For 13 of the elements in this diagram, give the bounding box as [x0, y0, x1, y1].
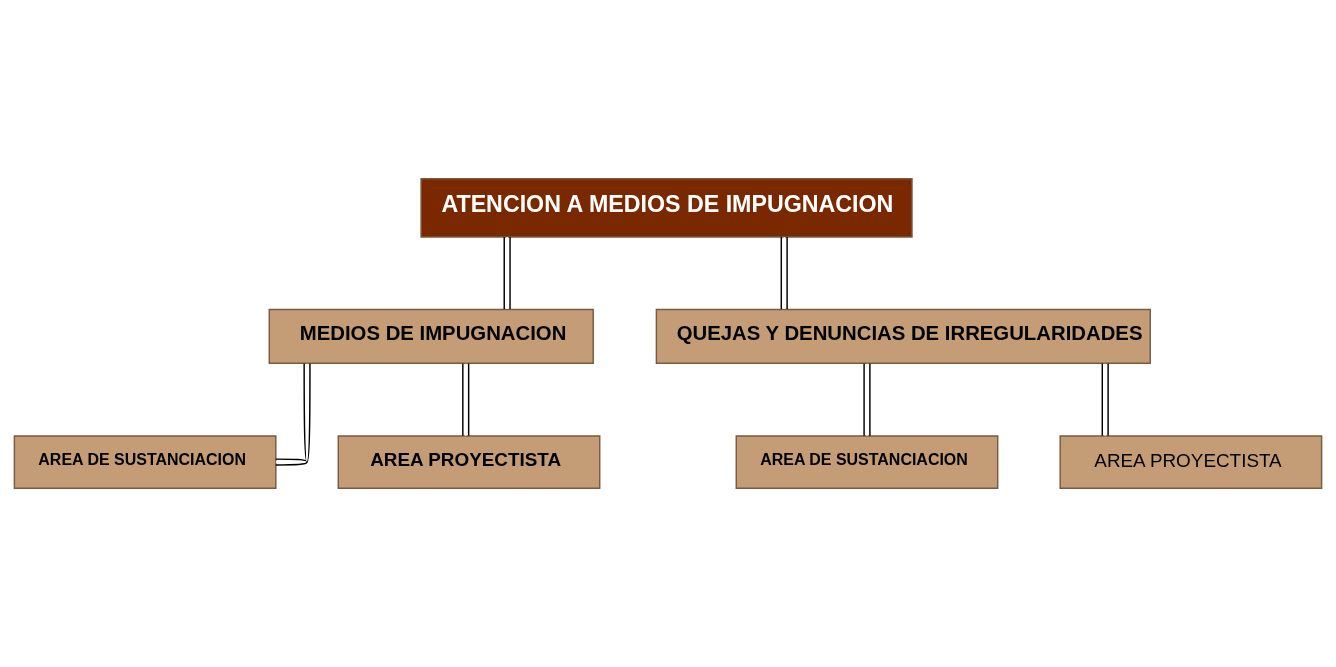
- connector: [780, 236, 788, 310]
- connector: [275, 362, 311, 466]
- node-box: AREA DE SUSTANCIACION: [735, 435, 999, 489]
- node-box: AREA DE SUSTANCIACION: [13, 435, 277, 489]
- node-box: MEDIOS DE IMPUGNACION: [268, 308, 594, 364]
- node-box: AREA PROYECTISTA: [337, 435, 601, 489]
- node-box: QUEJAS Y DENUNCIAS DE IRREGULARIDADES: [655, 308, 1151, 364]
- connector: [1101, 362, 1109, 437]
- connector: [863, 362, 871, 437]
- connector: [503, 236, 511, 310]
- node-box: AREA PROYECTISTA: [1059, 435, 1323, 489]
- node-box: ATENCION A MEDIOS DE IMPUGNACION: [420, 178, 913, 238]
- connector: [462, 362, 470, 437]
